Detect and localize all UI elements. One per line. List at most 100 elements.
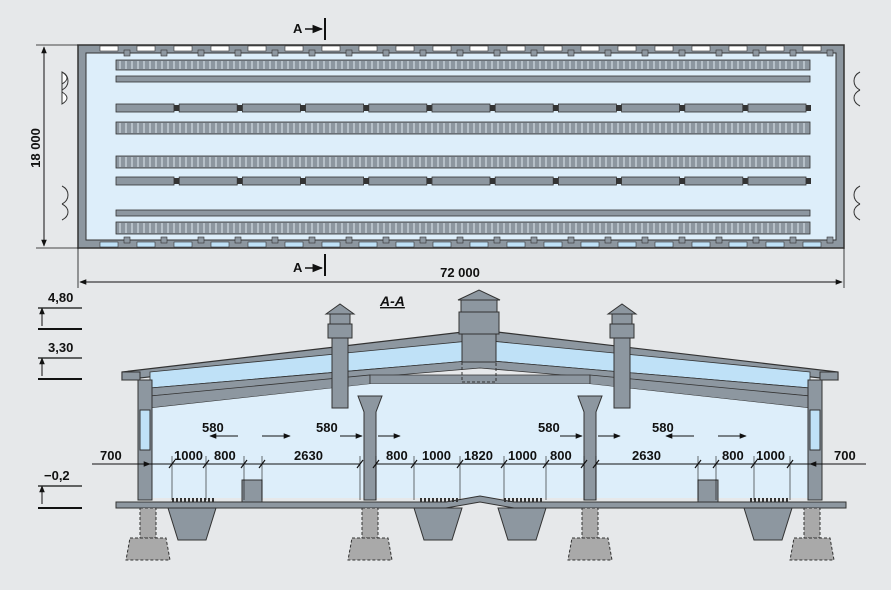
channel-2 (413, 507, 463, 541)
grate-slat (452, 498, 454, 502)
dim-580-d: 580 (652, 420, 674, 435)
plan-window-top (395, 45, 415, 52)
plan-trough-segment (684, 176, 744, 186)
grate-slat (440, 498, 442, 502)
plan-window-bottom (506, 241, 526, 248)
dim-700-right: 700 (834, 448, 856, 463)
plan-trough-joint (806, 178, 811, 184)
level-label-330: 3,30 (48, 340, 73, 355)
section-interior (152, 384, 808, 498)
plan-left-gate-top2 (61, 71, 69, 91)
grate-slat (528, 498, 530, 502)
dim-1000-a: 1000 (174, 448, 203, 463)
grate-slat (444, 498, 446, 502)
plan-trough-joint (553, 105, 559, 111)
plan-window-top (432, 45, 452, 52)
plan-pillar-bottom (197, 236, 205, 244)
plan-window-top (543, 45, 563, 52)
plan-window-top (617, 45, 637, 52)
plan-trough-segment (558, 103, 617, 113)
roof-eave-right (819, 371, 839, 381)
channel-3 (497, 507, 547, 541)
grate-slat (432, 498, 434, 502)
grate-slat (762, 498, 764, 502)
plan-pillar-bottom (160, 236, 168, 244)
plan-interior (85, 52, 837, 241)
plan-trough-joint (174, 178, 179, 184)
grate-slat (766, 498, 768, 502)
vent-shaft-left (324, 303, 356, 409)
plan-window-bottom (469, 241, 489, 248)
plan-pillar-bottom (530, 236, 538, 244)
plan-trough-joint (616, 105, 622, 111)
plan-window-bottom (247, 241, 267, 248)
plan-trough-joint (363, 105, 369, 111)
plan-pillar-top (567, 49, 575, 57)
plan-right-gate-bottom (853, 185, 861, 221)
plan-trough-joint (742, 105, 748, 111)
plan-pillar-bottom (826, 236, 834, 244)
plan-window-bottom (358, 241, 378, 248)
dim-800-b: 800 (386, 448, 408, 463)
plan-window-bottom (136, 241, 156, 248)
plan-window-bottom (654, 241, 674, 248)
level-mark-480: 4,80 (38, 290, 82, 330)
plan-trough-joint (679, 178, 685, 184)
plan-window-top (210, 45, 230, 52)
plan-pillar-top (160, 49, 168, 57)
grate-slat (520, 498, 522, 502)
channel-4 (743, 507, 793, 541)
plan-pillar-bottom (345, 236, 353, 244)
level-mark-minus02: −0,2 (38, 468, 82, 509)
plan-pillar-top (197, 49, 205, 57)
foundation-footing (567, 537, 613, 561)
grate-slat (774, 498, 776, 502)
grate-slat (512, 498, 514, 502)
grate-slat (456, 498, 458, 502)
foundation-footing (789, 537, 835, 561)
plan-pillar-top (308, 49, 316, 57)
plan-window-top (654, 45, 674, 52)
plan-trough-joint (490, 105, 495, 111)
grate-slat (428, 498, 430, 502)
plan-trough-joint (553, 178, 559, 184)
dim-2630-a: 2630 (294, 448, 323, 463)
plan-trough-segment (494, 103, 554, 113)
plan-pillar-bottom (493, 236, 501, 244)
plan-trough-segment (241, 176, 301, 186)
level-label-480: 4,80 (48, 290, 73, 305)
plan-pillar-top (789, 49, 797, 57)
grate-slat (208, 498, 210, 502)
wall-right-window (809, 409, 821, 451)
plan-trough-segment (684, 103, 744, 113)
plan-pillar-bottom (604, 236, 612, 244)
plan-window-top (284, 45, 304, 52)
grate-slat (172, 498, 174, 502)
plan-window-bottom (765, 241, 785, 248)
plan-window-bottom (543, 241, 563, 248)
section-title: A-A (379, 293, 405, 309)
plan-pillar-bottom (382, 236, 390, 244)
plan-pillar-bottom (271, 236, 279, 244)
grate-slat (204, 498, 206, 502)
dim-2630-b: 2630 (632, 448, 661, 463)
grate-slat (540, 498, 542, 502)
plan-window-top (802, 45, 822, 52)
plan-pillar-top (345, 49, 353, 57)
plan-window-top (136, 45, 156, 52)
plan-window-bottom (173, 241, 193, 248)
plan-pillar-top (419, 49, 427, 57)
section-mark-top: A (293, 21, 303, 36)
section-view: A-A 4,80 3,30 −0,2 (38, 289, 866, 561)
plan-window-top (321, 45, 341, 52)
plan-trough-joint (237, 105, 243, 111)
grate-slat (754, 498, 756, 502)
plan-pillar-top (530, 49, 538, 57)
dim-1000-d: 1000 (756, 448, 785, 463)
plan-window-top (691, 45, 711, 52)
grate-slat (424, 498, 426, 502)
dim-580-a: 580 (202, 420, 224, 435)
plan-pillar-top (234, 49, 242, 57)
plan-pillar-top (382, 49, 390, 57)
